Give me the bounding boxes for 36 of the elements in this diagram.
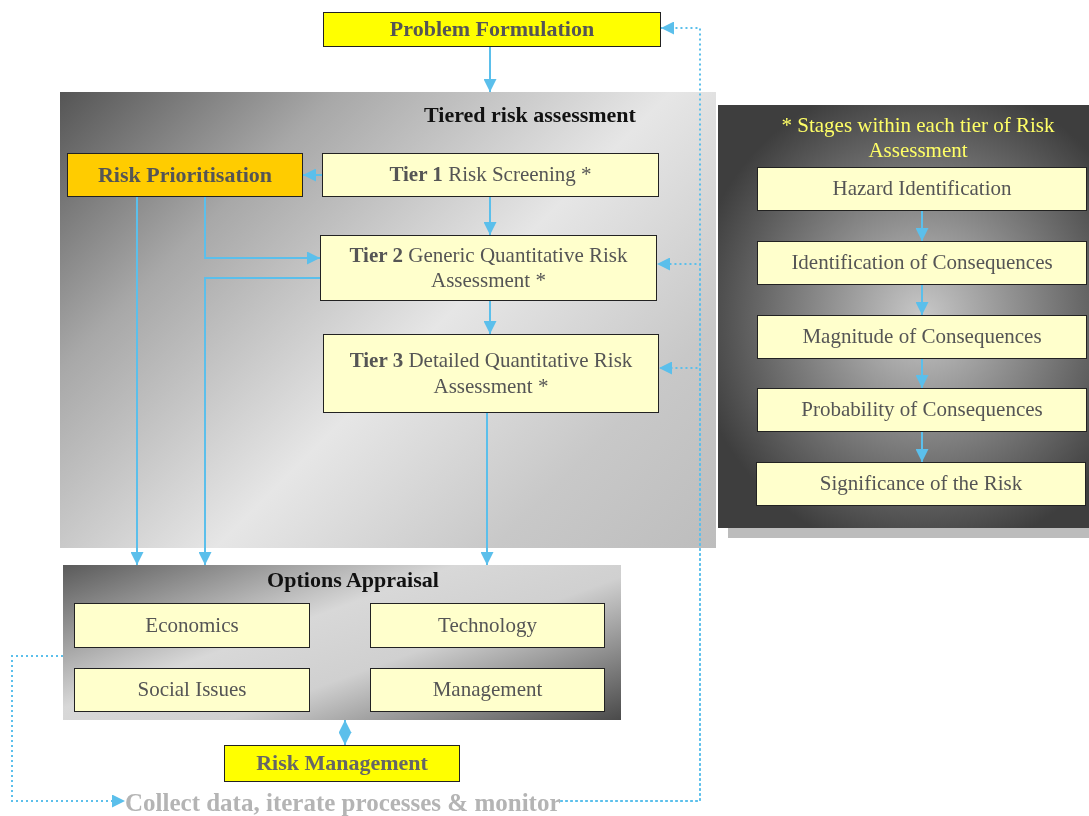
group-panel bbox=[60, 92, 716, 548]
process-box: Risk Management bbox=[224, 745, 460, 782]
group-title: Tiered risk assessment bbox=[423, 102, 637, 129]
arrow bbox=[483, 196, 497, 236]
process-box: Identification of Consequences bbox=[757, 241, 1087, 285]
arrow bbox=[915, 358, 929, 389]
process-box: Management bbox=[370, 668, 605, 712]
arrow bbox=[480, 412, 494, 566]
arrow bbox=[130, 196, 144, 566]
arrow bbox=[483, 300, 497, 335]
process-box: Significance of the Risk bbox=[756, 462, 1086, 506]
process-box: Economics bbox=[74, 603, 310, 648]
process-box: Problem Formulation bbox=[323, 12, 661, 47]
group-title: Options Appraisal bbox=[266, 567, 440, 594]
process-box: Risk Prioritisation bbox=[67, 153, 303, 197]
arrow bbox=[204, 196, 321, 265]
process-box: Social Issues bbox=[74, 668, 310, 712]
process-box: Tier 3 Detailed Quantitative Risk Assessment * bbox=[323, 334, 659, 413]
arrow bbox=[915, 210, 929, 242]
process-box: Hazard Identification bbox=[757, 167, 1087, 211]
dotted-arrow bbox=[11, 655, 126, 808]
arrow bbox=[483, 46, 497, 93]
process-box: Tier 2 Generic Quantitative Risk Assessment * bbox=[320, 235, 657, 301]
arrow bbox=[302, 168, 323, 182]
process-box: Probability of Consequences bbox=[757, 388, 1087, 432]
group-title: * Stages within each tier of Risk Assessment bbox=[780, 113, 1056, 164]
loop-text: Collect data, iterate processes & monitor bbox=[125, 788, 561, 816]
double-arrow bbox=[338, 719, 352, 746]
process-box: Technology bbox=[370, 603, 605, 648]
process-box: Tier 1 Risk Screening * bbox=[322, 153, 659, 197]
arrow bbox=[915, 431, 929, 463]
arrow bbox=[915, 284, 929, 316]
arrow bbox=[198, 277, 321, 566]
dotted-arrow bbox=[559, 361, 701, 802]
process-box: Magnitude of Consequences bbox=[757, 315, 1087, 359]
group-panel bbox=[63, 565, 621, 720]
